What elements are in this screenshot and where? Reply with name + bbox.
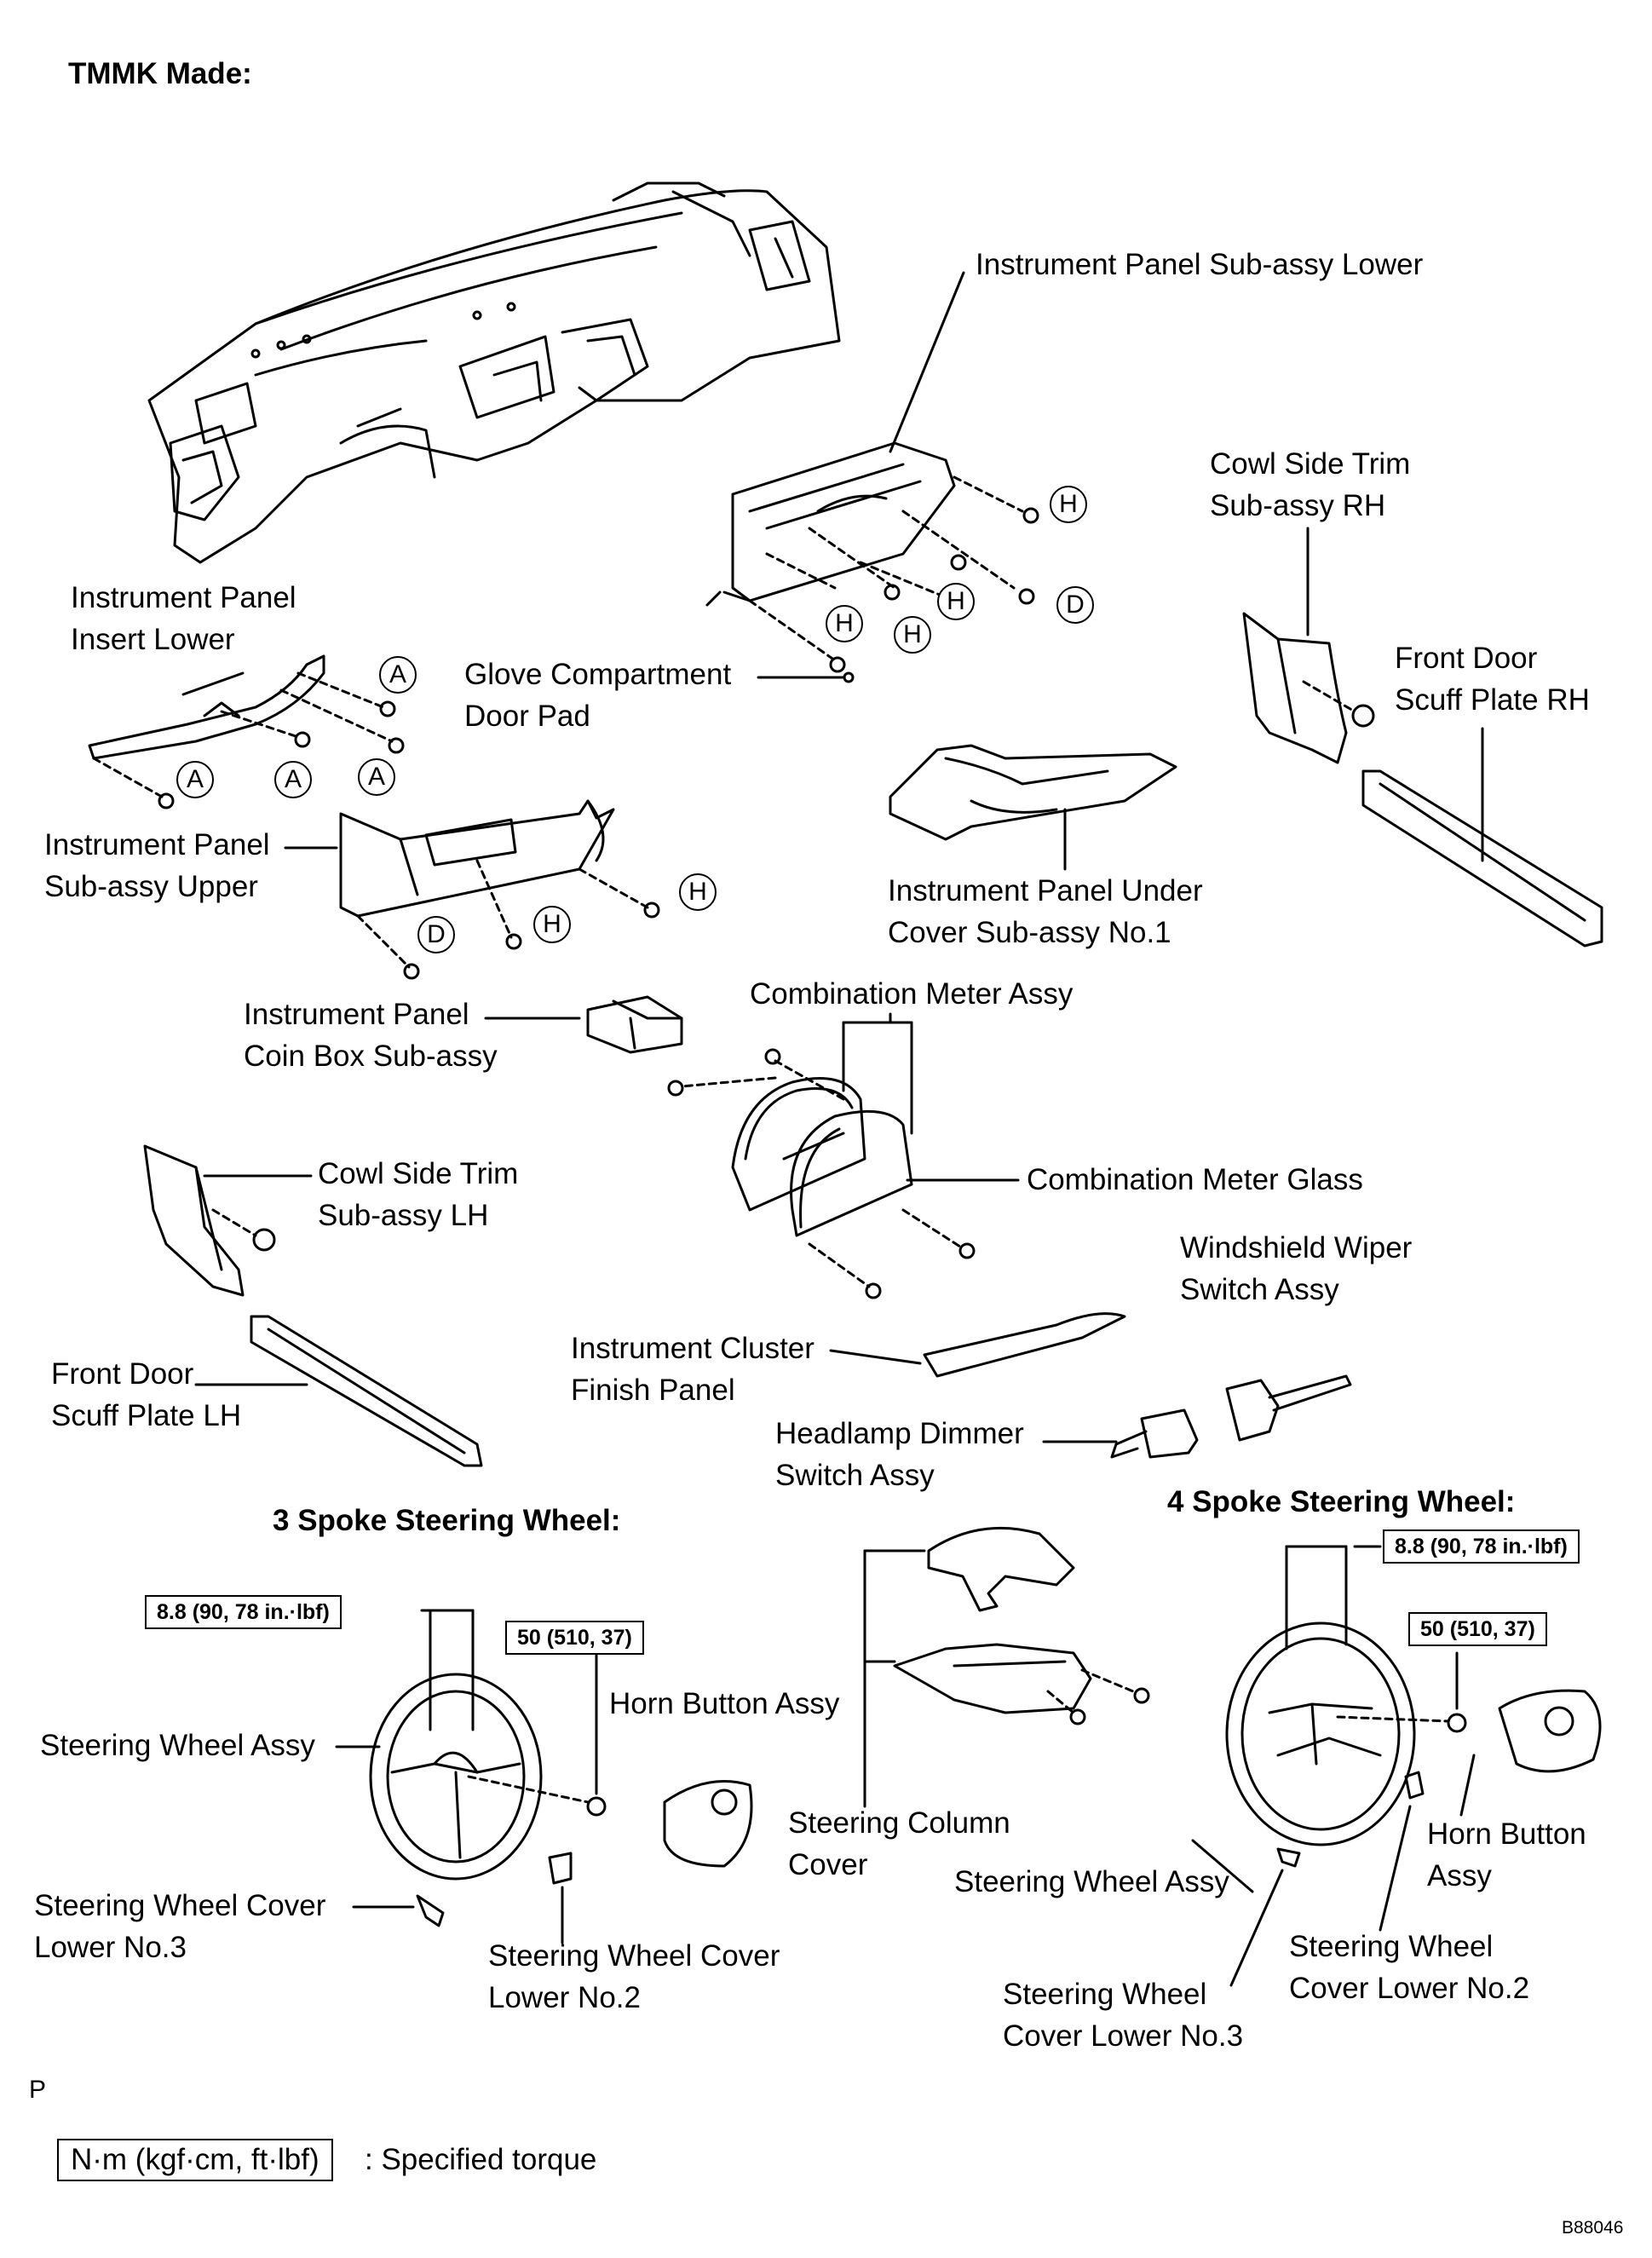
label-scuff-lh: Front Door Scuff Plate LH <box>51 1357 242 1432</box>
heading-3-spoke: 3 Spoke Steering Wheel: <box>273 1504 621 1537</box>
label-sw-assy-3: Steering Wheel Assy <box>40 1729 315 1762</box>
clip-marker-a: A <box>379 656 417 694</box>
clip-marker-h: H <box>937 583 975 620</box>
label-under-cover: Instrument Panel Under Cover Sub-assy No… <box>888 874 1203 949</box>
legend-torque-text: : Specified torque <box>365 2143 597 2176</box>
label-ip-upper: Instrument Panel Sub-assy Upper <box>44 828 270 903</box>
torque-box-right-nut: 50 (510, 37) <box>1408 1612 1547 1646</box>
label-cowl-lh: Cowl Side Trim Sub-assy LH <box>318 1157 519 1232</box>
label-horn-4: Horn Button Assy <box>1427 1817 1586 1892</box>
label-cluster-panel: Instrument Cluster Finish Panel <box>571 1332 814 1407</box>
torque-box-left-nut: 50 (510, 37) <box>505 1621 644 1655</box>
dimmer-switch-drawing <box>1042 1408 1199 1459</box>
figure-id: B88046 <box>1562 2218 1624 2238</box>
under-cover-drawing <box>889 744 1177 871</box>
wiper-switch-drawing <box>1225 1374 1352 1442</box>
torque-box-right-small: 8.8 (90, 78 in.·lbf) <box>1383 1529 1580 1564</box>
label-column-cover: Steering Column Cover <box>788 1806 1010 1881</box>
label-wiper-switch: Windshield Wiper Switch Assy <box>1180 1231 1413 1306</box>
label-scuff-rh: Front Door Scuff Plate RH <box>1395 642 1590 717</box>
clip-marker-h: H <box>826 605 863 642</box>
label-comb-meter: Combination Meter Assy <box>750 977 1074 1011</box>
label-cover2-right: Steering Wheel Cover Lower No.2 <box>1289 1930 1530 2005</box>
clip-marker-d: D <box>417 916 455 953</box>
legend-torque-unit: N·m (kgf·cm, ft·lbf) <box>57 2139 333 2181</box>
scuff-lh-drawing <box>194 1315 483 1467</box>
label-glove-pad: Glove Compartment Door Pad <box>464 658 732 733</box>
page-mark: P <box>29 2076 47 2104</box>
cowl-rh-drawing <box>1242 527 1375 764</box>
clip-marker-a: A <box>358 758 395 796</box>
horn-button-4-drawing <box>1498 1689 1602 1773</box>
torque-box-left-small: 8.8 (90, 78 in.·lbf) <box>145 1595 342 1629</box>
cluster-finish-panel-drawing <box>829 1312 1126 1378</box>
dashboard-drawing <box>147 181 841 564</box>
column-cover-drawing <box>863 1526 1150 1808</box>
label-cover3-left: Steering Wheel Cover Lower No.3 <box>34 1889 326 1964</box>
ip-insert-lower-drawing <box>88 654 405 809</box>
clip-marker-h: H <box>894 616 931 654</box>
page-title: TMMK Made: <box>68 57 252 90</box>
label-ip-lower: Instrument Panel Sub-assy Lower <box>976 248 1424 281</box>
ip-lower-drawing <box>705 271 1039 673</box>
cover-lower-parts-drawing <box>352 1754 1476 1987</box>
clip-marker-h: H <box>1050 486 1087 523</box>
combination-meter-drawing <box>667 1012 1020 1299</box>
clip-marker-h: H <box>533 906 571 943</box>
label-cover2-left: Steering Wheel Cover Lower No.2 <box>488 1939 780 2014</box>
cowl-lh-drawing <box>143 1144 313 1297</box>
clip-marker-d: D <box>1056 586 1094 624</box>
label-comb-glass: Combination Meter Glass <box>1027 1163 1363 1196</box>
label-dimmer-switch: Headlamp Dimmer Switch Assy <box>775 1417 1024 1492</box>
label-sw-assy-4: Steering Wheel Assy <box>954 1865 1229 1898</box>
clip-marker-a: A <box>274 761 312 798</box>
coin-box-drawing <box>484 995 683 1054</box>
scuff-rh-drawing <box>1361 727 1603 948</box>
clip-marker-a: A <box>176 761 214 798</box>
label-cover3-right: Steering Wheel Cover Lower No.3 <box>1003 1978 1244 2053</box>
clip-marker-h: H <box>679 873 717 911</box>
horn-button-3-drawing <box>663 1780 753 1868</box>
ip-upper-drawing <box>284 799 660 980</box>
label-horn-3: Horn Button Assy <box>609 1687 840 1720</box>
label-cowl-rh: Cowl Side Trim Sub-assy RH <box>1210 447 1411 522</box>
label-coin-box: Instrument Panel Coin Box Sub-assy <box>244 998 498 1073</box>
heading-4-spoke: 4 Spoke Steering Wheel: <box>1167 1485 1516 1518</box>
label-ip-insert-lower: Instrument Panel Insert Lower <box>71 581 296 656</box>
steering-wheel-4-drawing <box>1191 1545 1467 1893</box>
steering-wheel-3-drawing <box>335 1609 607 1881</box>
